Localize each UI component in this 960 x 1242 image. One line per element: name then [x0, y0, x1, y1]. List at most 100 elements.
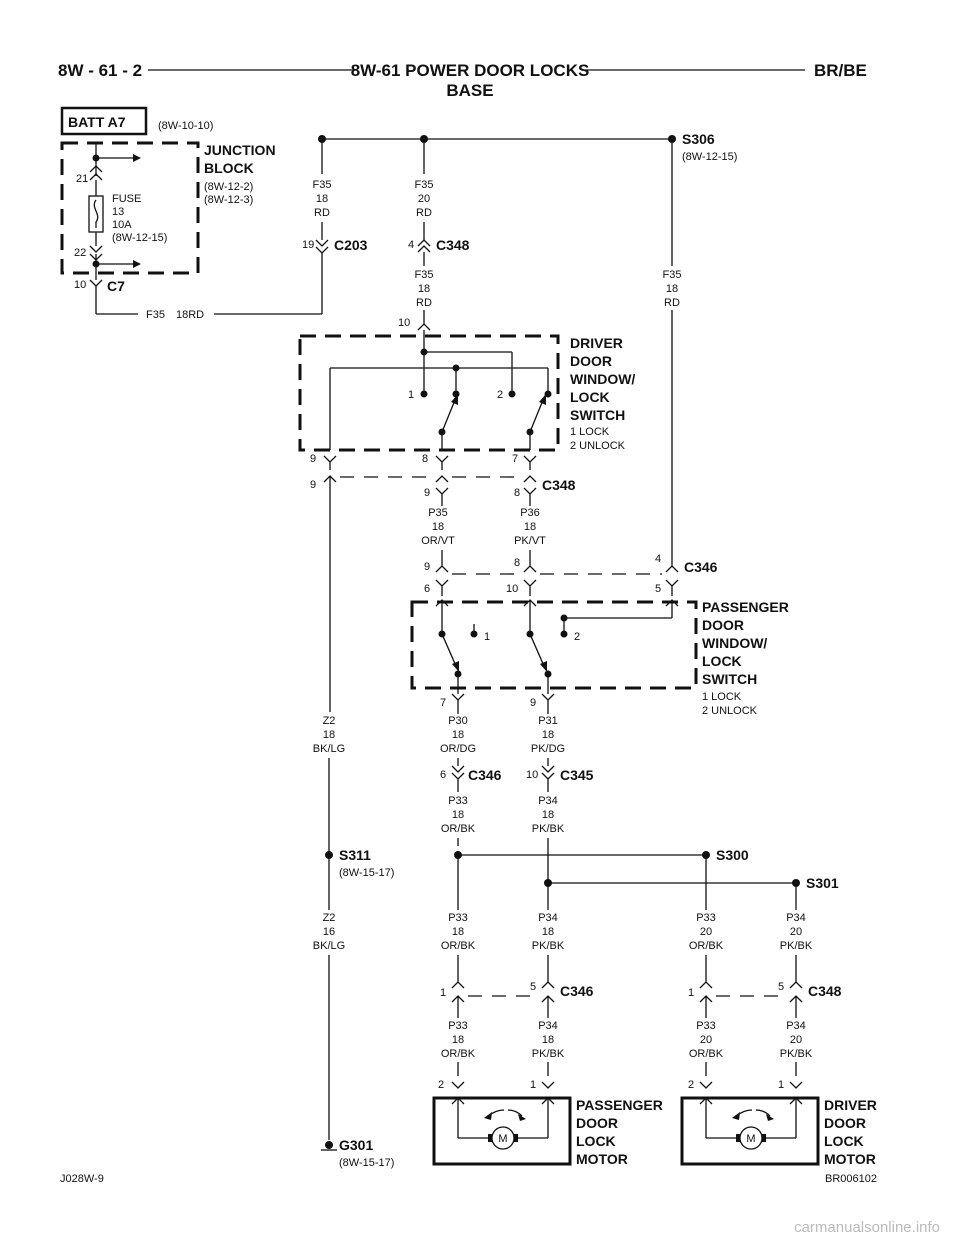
batt-ref: (8W-10-10)	[158, 120, 213, 132]
passenger-pin-7: 7	[440, 697, 446, 709]
wire-label: OR/BK	[441, 940, 476, 952]
wire-label: OR/BK	[441, 823, 476, 835]
header-subtitle: BASE	[446, 81, 493, 100]
wire-label: 16	[323, 926, 335, 938]
connector-c203: 19 C203	[302, 222, 368, 254]
batt-label: BATT A7	[68, 114, 126, 130]
splices: S311 (8W-15-17) S300 S301 G301 (8W-15-17…	[321, 758, 839, 1169]
wire-label: 18	[323, 729, 335, 741]
passenger-switch-note-2: 2 UNLOCK	[702, 705, 758, 717]
driver-switch-line-5: SWITCH	[570, 407, 625, 423]
driver-switch-pin-top: 10	[398, 317, 410, 329]
wire-label: 18	[542, 729, 554, 741]
passenger-door-switch: PASSENGER DOOR WINDOW/ LOCK SWITCH 1 LOC…	[410, 599, 789, 717]
wire-label: 18	[316, 193, 328, 205]
c348-mid-pin-9b: 9	[424, 487, 430, 499]
s300-label: S300	[716, 847, 749, 863]
c348-mid-label: C348	[542, 477, 576, 493]
passenger-motor-line-2: DOOR	[576, 1115, 618, 1131]
c345-pin: 10	[526, 769, 538, 781]
s306-ref: (8W-12-15)	[682, 151, 737, 163]
driver-motor-line-3: LOCK	[824, 1133, 864, 1149]
driver-pin-7: 7	[512, 453, 518, 465]
g301-label: G301	[339, 1137, 373, 1153]
passenger-switch-note-1: 1 LOCK	[702, 691, 742, 703]
passenger-switch-line-1: PASSENGER	[702, 599, 789, 615]
c346-mid-pin-5: 5	[655, 583, 661, 595]
wire-label: RD	[416, 297, 432, 309]
connector-c346-mid: 9 8 4 C346 6 10 5	[424, 310, 718, 607]
c346-bottom-label: C346	[560, 983, 594, 999]
fuse-ref: (8W-12-15)	[112, 232, 167, 244]
wire-label: Z2	[323, 715, 336, 727]
passenger-motor-line-1: PASSENGER	[576, 1097, 663, 1113]
wire-label: BK/LG	[313, 940, 345, 952]
page-header: 8W - 61 - 2 8W-61 POWER DOOR LOCKS BASE …	[58, 61, 867, 100]
watermark: carmanualsonline.info	[794, 1219, 940, 1236]
driver-pin-8: 8	[422, 453, 428, 465]
driver-switch-line-3: WINDOW/	[570, 371, 635, 387]
wire-label: P35	[428, 507, 448, 519]
wire-label: P33	[448, 1020, 468, 1032]
passenger-motor-pin-2: 2	[438, 1079, 444, 1091]
top-bus: S306 (8W-12-15)	[318, 131, 737, 266]
wire-label: OR/BK	[441, 1048, 476, 1060]
wire-label: OR/DG	[440, 743, 476, 755]
c346-bottom-pin-1: 1	[440, 987, 446, 999]
passenger-contact-1: 1	[484, 631, 490, 643]
page-footer: J028W-9 BR006102 carmanualsonline.info	[60, 1173, 940, 1236]
wire-label: P33	[696, 1020, 716, 1032]
wire-label: 18	[524, 521, 536, 533]
wire-label: OR/BK	[689, 940, 724, 952]
wire-label: RD	[314, 207, 330, 219]
fuse-number: 13	[112, 206, 124, 218]
fuse-amperage: 10A	[112, 219, 132, 231]
wire-label: PK/BK	[532, 1048, 565, 1060]
c348-mid-pin-8: 8	[514, 487, 520, 499]
driver-contact-1: 1	[408, 389, 414, 401]
driver-motor-m: M	[746, 1133, 755, 1145]
connector-c348-bottom: 1 5 C348	[688, 955, 842, 1018]
s311-ref: (8W-15-17)	[339, 867, 394, 879]
passenger-motor-m: M	[498, 1133, 507, 1145]
s301-label: S301	[806, 875, 839, 891]
connector-c346-bottom: 1 5 C346	[440, 955, 594, 1018]
driver-switch-line-2: DOOR	[570, 353, 612, 369]
wire-label: PK/BK	[780, 940, 813, 952]
wire-label: 18	[666, 283, 678, 295]
footer-left: J028W-9	[60, 1173, 104, 1185]
connector-c348-top: 4 C348 10	[398, 222, 470, 331]
driver-contact-2: 2	[497, 389, 503, 401]
wire-label: 20	[700, 926, 712, 938]
c348-top-label: C348	[436, 237, 470, 253]
wire-label: PK/DG	[531, 743, 565, 755]
passenger-motor-line-4: MOTOR	[576, 1151, 628, 1167]
driver-motor-line-2: DOOR	[824, 1115, 866, 1131]
wire-label: 20	[418, 193, 430, 205]
wire-label: Z2	[323, 912, 336, 924]
wire-label: 18	[452, 809, 464, 821]
header-right: BR/BE	[814, 61, 867, 80]
wire-label: 20	[700, 1034, 712, 1046]
c348-bottom-pin-1: 1	[688, 987, 694, 999]
wire-label: RD	[416, 207, 432, 219]
driver-motor-pin-1: 1	[778, 1079, 784, 1091]
f35-wire-spec: 18RD	[176, 309, 204, 321]
junction-ref-2: (8W-12-3)	[204, 194, 253, 206]
c345-label: C345	[560, 767, 594, 783]
wire-label: P34	[538, 795, 558, 807]
s306-label: S306	[682, 131, 715, 147]
wire-label: P34	[786, 912, 806, 924]
wire-label: PK/BK	[532, 823, 565, 835]
wire-label: P30	[448, 715, 468, 727]
c348-bottom-label: C348	[808, 983, 842, 999]
c348-top-pin: 4	[408, 239, 414, 251]
wire-label: 18	[542, 809, 554, 821]
wire-label: 18	[452, 926, 464, 938]
driver-door-lock-motor: 2 1 M DRIVER DOOR LOCK MOTOR	[680, 1062, 877, 1167]
wire-label: F35	[415, 179, 434, 191]
wire-label: RD	[664, 297, 680, 309]
wire-label: PK/BK	[532, 940, 565, 952]
wire-label: P34	[786, 1020, 806, 1032]
c346-low-label: C346	[468, 767, 502, 783]
